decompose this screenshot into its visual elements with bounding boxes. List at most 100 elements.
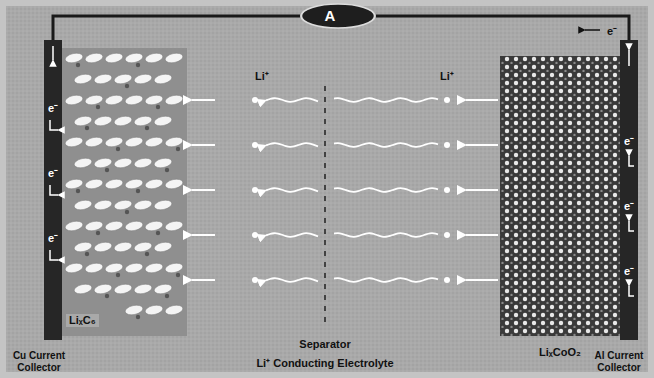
graphite-flake bbox=[104, 94, 123, 107]
electron-arrow bbox=[629, 156, 634, 166]
li-ion bbox=[252, 142, 258, 148]
lithium-atom bbox=[156, 231, 160, 235]
graphite-flake bbox=[73, 73, 92, 86]
graphite-flake bbox=[104, 220, 123, 233]
li-ion-flow bbox=[192, 97, 498, 283]
ion-arrow bbox=[192, 279, 215, 281]
collector-label: Cu Current Collector bbox=[7, 350, 71, 373]
lithium-atom bbox=[76, 189, 80, 193]
lithium-atom bbox=[105, 168, 109, 172]
graphite-flake bbox=[144, 94, 163, 107]
wire bbox=[376, 16, 629, 40]
graphite-flake bbox=[113, 199, 132, 212]
graphite-flake bbox=[144, 262, 163, 275]
graphite-flake bbox=[124, 178, 143, 191]
graphite-flake bbox=[64, 262, 83, 275]
lithium-atom bbox=[176, 147, 180, 151]
graphite-layers bbox=[64, 52, 183, 319]
electron-label: e⁻ bbox=[607, 23, 617, 38]
graphite-flake bbox=[133, 283, 152, 296]
ion-arrow bbox=[466, 234, 498, 236]
lithium-atom bbox=[176, 273, 180, 277]
graphite-flake bbox=[153, 283, 172, 296]
ion-arrow bbox=[466, 279, 498, 281]
graphite-flake bbox=[124, 136, 143, 149]
graphite-flake bbox=[144, 304, 163, 317]
lithium-atom bbox=[145, 126, 149, 130]
graphite-flake bbox=[124, 262, 143, 275]
graphite-flake bbox=[73, 283, 92, 296]
lithium-atom bbox=[165, 294, 169, 298]
ion-path bbox=[266, 278, 318, 282]
ion-path bbox=[334, 188, 438, 192]
ion-path bbox=[266, 143, 318, 147]
cathode-block bbox=[500, 56, 620, 336]
lithium-atom bbox=[96, 231, 100, 235]
graphite-flake bbox=[104, 178, 123, 191]
graphite-flake bbox=[133, 73, 152, 86]
part-label: e⁻ bbox=[44, 232, 62, 245]
al-collector-bar bbox=[620, 40, 638, 340]
al-current-collector: e⁻e⁻e⁻Al Current Collector bbox=[620, 40, 638, 340]
graphite-flake bbox=[113, 115, 132, 128]
part-label: e⁻ bbox=[620, 200, 638, 213]
graphite-flake bbox=[153, 157, 172, 170]
wire bbox=[53, 16, 300, 40]
ion-path bbox=[266, 188, 318, 192]
graphite-flake bbox=[144, 136, 163, 149]
lithium-atom bbox=[125, 84, 129, 88]
graphite-flake bbox=[93, 199, 112, 212]
li-ion bbox=[252, 277, 258, 283]
lithium-atom bbox=[116, 147, 120, 151]
lithium-atom bbox=[156, 105, 160, 109]
graphite-flake bbox=[93, 283, 112, 296]
graphite-flake bbox=[113, 241, 132, 254]
ion-path bbox=[334, 98, 438, 102]
lithium-atom bbox=[76, 63, 80, 67]
part-label: e⁻ bbox=[620, 265, 638, 278]
graphite-flake bbox=[164, 220, 183, 233]
part-label: LiₓC₆ bbox=[66, 314, 99, 327]
graphite-flake bbox=[84, 262, 103, 275]
graphite-flake bbox=[164, 304, 183, 317]
ion-arrow bbox=[192, 144, 215, 146]
separator-label: Separator bbox=[299, 338, 350, 350]
panel-ground bbox=[6, 6, 648, 372]
graphite-flake bbox=[113, 283, 132, 296]
ion-path bbox=[334, 143, 438, 147]
graphite-flake bbox=[124, 94, 143, 107]
graphite-flake bbox=[153, 73, 172, 86]
separator-line bbox=[324, 86, 326, 325]
graphite-flake bbox=[164, 262, 183, 275]
lithium-atom bbox=[165, 168, 169, 172]
li-ion bbox=[252, 97, 258, 103]
graphite-flake bbox=[73, 199, 92, 212]
graphite-flake bbox=[144, 178, 163, 191]
ion-label: Li⁺ bbox=[440, 68, 454, 83]
graphite-flake bbox=[133, 157, 152, 170]
lithium-atom bbox=[136, 315, 140, 319]
electron-arrow bbox=[50, 250, 58, 260]
graphite-flake bbox=[133, 115, 152, 128]
graphite-flake bbox=[124, 220, 143, 233]
lithium-atom bbox=[85, 126, 89, 130]
graphite-flake bbox=[84, 52, 103, 65]
graphite-flake bbox=[84, 136, 103, 149]
graphite-flake bbox=[104, 136, 123, 149]
electron-arrow bbox=[50, 120, 58, 130]
li-ion bbox=[444, 97, 450, 103]
ion-arrow bbox=[192, 99, 215, 101]
graphite-flake bbox=[153, 115, 172, 128]
lithium-atom bbox=[136, 63, 140, 67]
part-label: e⁻ bbox=[44, 102, 62, 115]
part-label: e⁻ bbox=[620, 135, 638, 148]
electrolyte-label: Li⁺ Conducting Electrolyte bbox=[256, 355, 393, 370]
electron-arrow bbox=[52, 46, 54, 60]
electron-arrow bbox=[50, 185, 58, 195]
lithium-atom bbox=[125, 210, 129, 214]
graphite-flake bbox=[124, 52, 143, 65]
graphite-flake bbox=[84, 220, 103, 233]
cathode: LiₓCoO₂ bbox=[500, 56, 620, 336]
